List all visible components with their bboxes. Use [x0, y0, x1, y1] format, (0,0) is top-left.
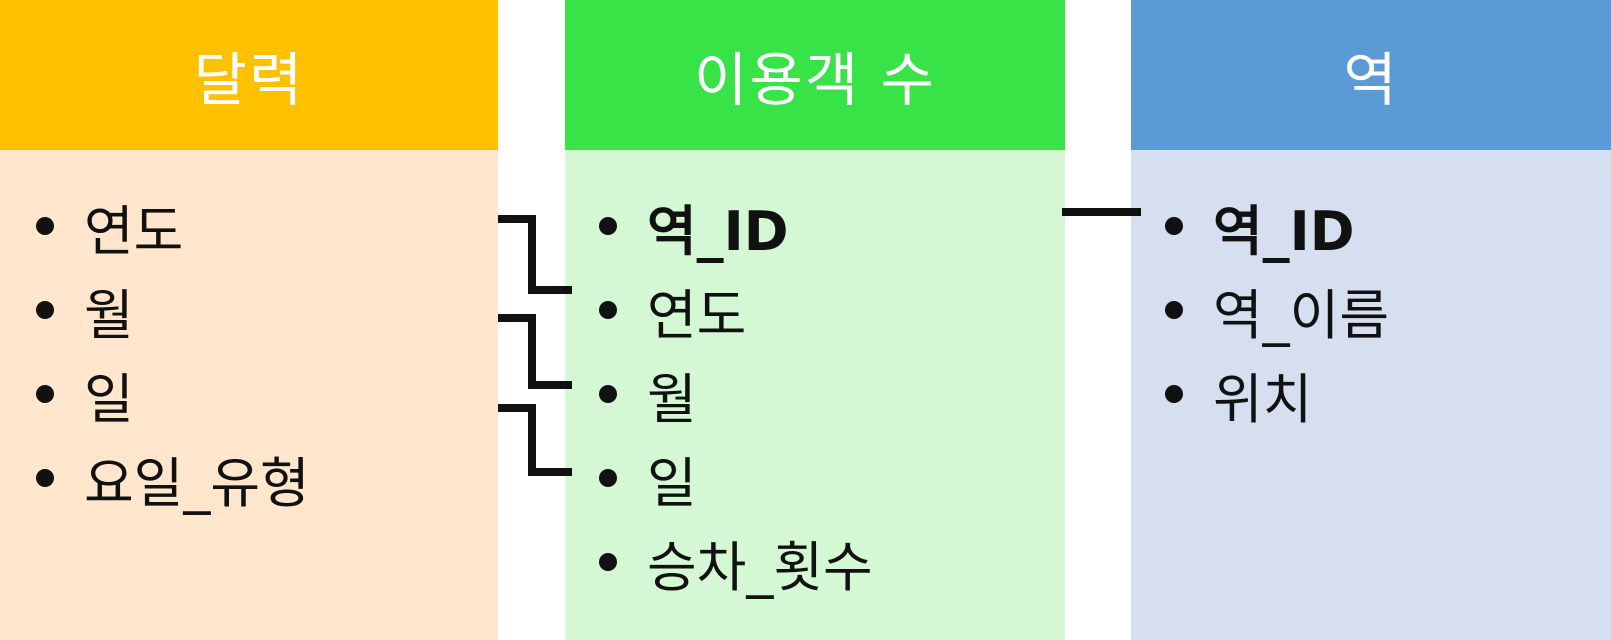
calendar-table: 달력 연도 월 일 요일_유형 [0, 0, 498, 640]
ridership-field-month: 월 [599, 352, 1065, 436]
bullet-icon [599, 553, 617, 571]
station-table-header: 역 [1131, 0, 1611, 150]
bullet-icon [36, 385, 54, 403]
bullet-icon [36, 217, 54, 235]
calendar-field-year: 연도 [36, 184, 498, 268]
ridership-field-boardings: 승차_횟수 [599, 520, 1065, 604]
field-label: 역_ID [1213, 199, 1355, 263]
calendar-table-header: 달력 [0, 0, 498, 150]
field-label: 역_ID [647, 199, 789, 263]
field-label: 역_이름 [1213, 283, 1390, 347]
connector-calendar-day-to-ridership-day [498, 404, 572, 476]
bullet-icon [36, 301, 54, 319]
connector-calendar-month-to-ridership-month [498, 314, 572, 389]
field-label: 연도 [84, 199, 184, 263]
field-label: 월 [647, 367, 697, 431]
station-table-title: 역 [1343, 46, 1399, 114]
calendar-field-month: 월 [36, 268, 498, 352]
calendar-field-day: 일 [36, 352, 498, 436]
field-label: 월 [84, 283, 134, 347]
field-label: 일 [647, 451, 697, 515]
ridership-table: 이용객 수 역_ID 연도 월 일 승차_횟수 [565, 0, 1065, 640]
field-label: 위치 [1213, 367, 1313, 431]
bullet-icon [599, 301, 617, 319]
bullet-icon [599, 385, 617, 403]
ridership-table-body: 역_ID 연도 월 일 승차_횟수 [565, 150, 1065, 640]
bullet-icon [1165, 301, 1183, 319]
field-label: 승차_횟수 [647, 535, 873, 599]
station-field-location: 위치 [1165, 352, 1611, 436]
ridership-field-station-id: 역_ID [599, 184, 1065, 268]
station-field-station-name: 역_이름 [1165, 268, 1611, 352]
bullet-icon [1165, 385, 1183, 403]
ridership-field-year: 연도 [599, 268, 1065, 352]
field-label: 요일_유형 [84, 451, 310, 515]
bullet-icon [599, 217, 617, 235]
station-table-body: 역_ID 역_이름 위치 [1131, 150, 1611, 640]
calendar-table-body: 연도 월 일 요일_유형 [0, 150, 498, 640]
ridership-field-day: 일 [599, 436, 1065, 520]
bullet-icon [1165, 217, 1183, 235]
station-table: 역 역_ID 역_이름 위치 [1131, 0, 1611, 640]
bullet-icon [36, 469, 54, 487]
ridership-table-title: 이용객 수 [694, 46, 936, 114]
calendar-table-title: 달력 [193, 46, 305, 114]
field-label: 연도 [647, 283, 747, 347]
calendar-field-day-type: 요일_유형 [36, 436, 498, 520]
connector-calendar-year-to-ridership-year [498, 215, 572, 294]
ridership-table-header: 이용객 수 [565, 0, 1065, 150]
field-label: 일 [84, 367, 134, 431]
station-field-station-id: 역_ID [1165, 184, 1611, 268]
bullet-icon [599, 469, 617, 487]
